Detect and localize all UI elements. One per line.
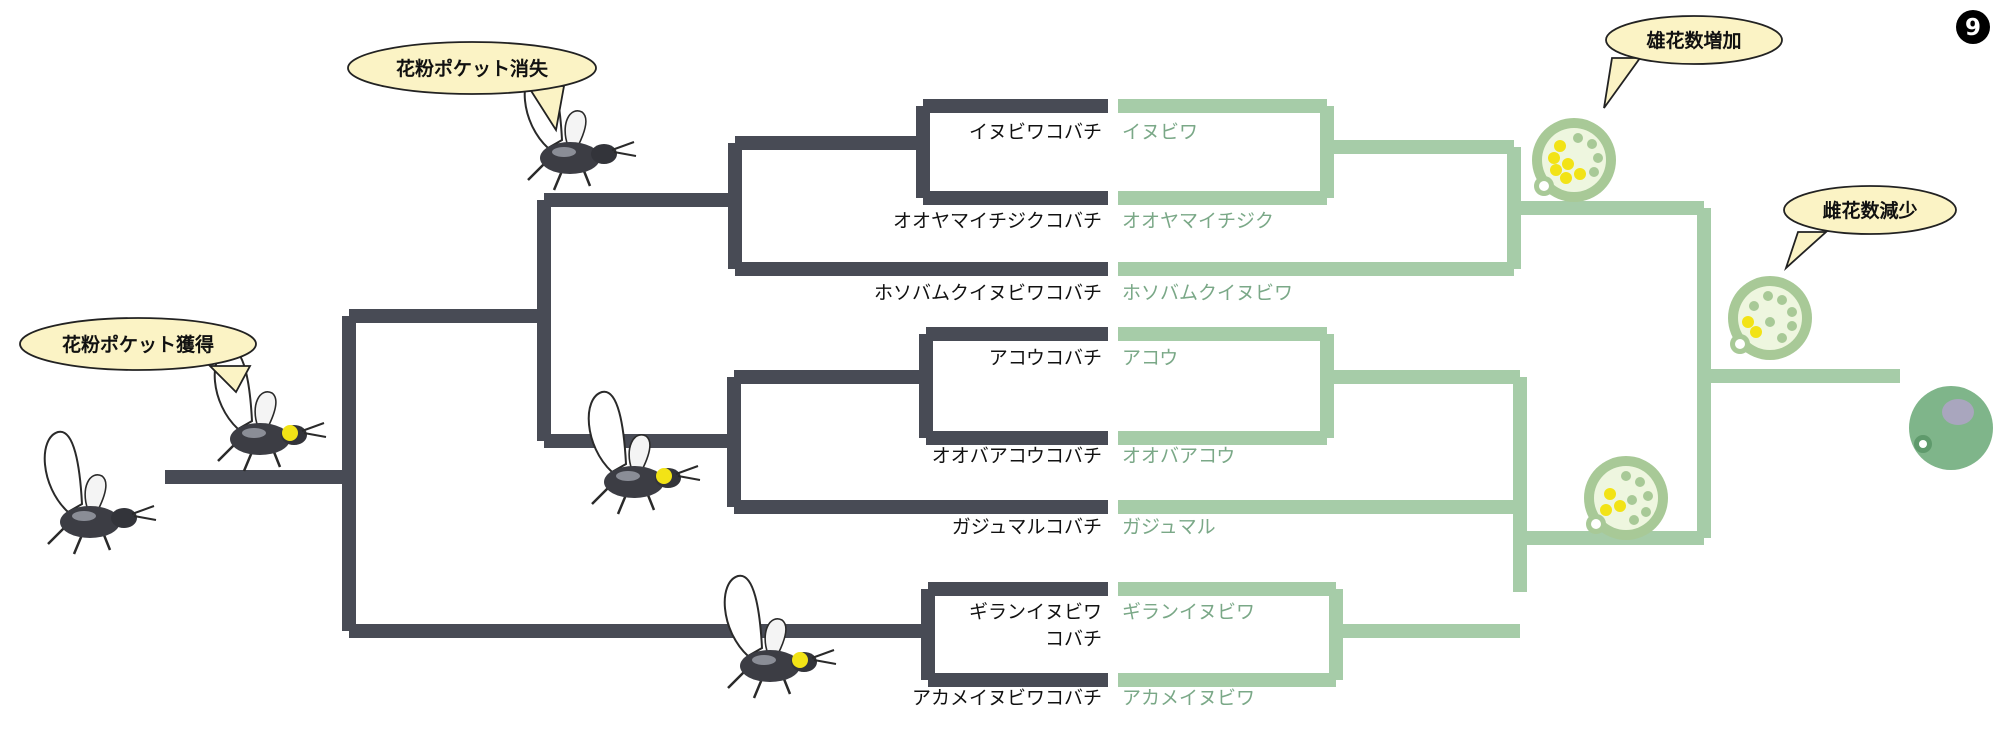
fig-label: ギランイヌビワ	[1122, 601, 1255, 623]
callout-male-flowers-increase: 雄花数増加	[1603, 15, 1783, 109]
annotation-female-flowers-decrease: 雌花数減少	[1822, 199, 1917, 222]
fig-syconium-icon	[1532, 118, 1616, 202]
ancestral-fig-icon	[1909, 386, 1993, 470]
wasp-label: イヌビワコバチ	[969, 121, 1102, 143]
annotation-pollen-pocket-gained: 花粉ポケット獲得	[62, 333, 214, 356]
wasp-label: ガジュマルコバチ	[952, 516, 1102, 538]
fig-wasp-icon	[43, 430, 158, 556]
wasp-label: コバチ	[1045, 628, 1102, 650]
fig-label: オオバアコウ	[1122, 445, 1235, 467]
wasp-label: ギランイヌビワ	[969, 601, 1102, 623]
wasp-labels: イヌビワコバチ オオヤマイチジクコバチ ホソバムクイヌビワコバチ アコウコバチ …	[874, 121, 1102, 709]
fig-syconium-icon	[1728, 276, 1812, 360]
callout-pollen-pocket-gained: 花粉ポケット獲得	[19, 317, 257, 394]
figure-number-badge	[1956, 10, 1990, 44]
fig-label: アカメイヌビワ	[1122, 687, 1255, 709]
figure-number: 9	[1965, 15, 1981, 41]
annotation-male-flowers-increase: 雄花数増加	[1645, 29, 1741, 52]
pollen-icon	[282, 425, 298, 441]
fig-label: オオヤマイチジク	[1122, 210, 1274, 232]
fig-wasp-with-pollen-icon	[587, 390, 702, 516]
fig-label: アコウ	[1122, 347, 1178, 369]
wasp-label: オオヤマイチジクコバチ	[893, 210, 1102, 232]
fig-labels: イヌビワ オオヤマイチジク ホソバムクイヌビワ アコウ オオバアコウ ガジュマル…	[1122, 121, 1293, 709]
fig-label: ガジュマル	[1122, 516, 1216, 538]
annotation-pollen-pocket-lost: 花粉ポケット消失	[396, 57, 549, 80]
pollen-icon	[792, 652, 808, 668]
wasp-label: オオバアコウコバチ	[932, 445, 1102, 467]
fig-label: ホソバムクイヌビワ	[1122, 282, 1293, 304]
wasp-label: アコウコバチ	[989, 347, 1102, 369]
callout-female-flowers-decrease: 雌花数減少	[1783, 185, 1957, 271]
wasp-label: ホソバムクイヌビワコバチ	[874, 282, 1102, 304]
pollen-icon	[656, 468, 672, 484]
wasp-phylogeny	[165, 99, 1108, 687]
fig-label: イヌビワ	[1122, 121, 1198, 143]
fig-syconium-icon	[1584, 456, 1668, 540]
fig-phylogeny	[1118, 99, 1900, 687]
callout-pollen-pocket-lost: 花粉ポケット消失	[347, 41, 597, 133]
wasp-label: アカメイヌビワコバチ	[912, 687, 1102, 709]
